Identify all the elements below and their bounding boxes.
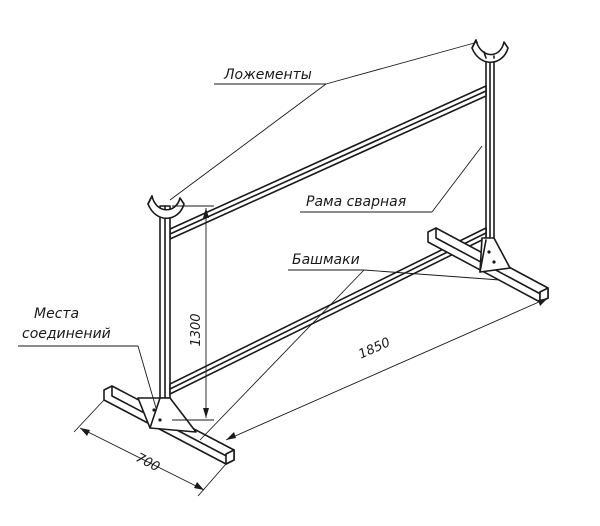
label-frame: Рама сварная — [306, 194, 406, 210]
leader-cradles: Ложементы — [169, 41, 479, 201]
label-joints-line1: Места — [34, 306, 79, 322]
left-post — [159, 205, 171, 399]
dimension-height: 1300 — [172, 205, 214, 421]
joint-marks — [152, 250, 496, 422]
dimension-length: 1850 — [225, 297, 549, 441]
right-post — [485, 57, 495, 241]
right-cradle — [471, 39, 509, 64]
left-shoe — [103, 385, 235, 465]
top-rail — [169, 85, 487, 240]
label-joints-line2: соединений — [22, 326, 111, 342]
right-shoe — [427, 227, 549, 303]
length-dimension-text: 1850 — [356, 335, 392, 362]
leader-shoes: Башмаки — [199, 252, 501, 441]
height-dimension-text: 1300 — [189, 313, 204, 346]
leader-joints: Места соединений — [18, 306, 157, 409]
width-dimension-text: 700 — [133, 451, 162, 476]
leader-frame: Рама сварная — [300, 145, 483, 213]
label-shoes: Башмаки — [292, 252, 360, 268]
left-cradle — [147, 195, 185, 220]
label-cradles: Ложементы — [223, 67, 312, 83]
